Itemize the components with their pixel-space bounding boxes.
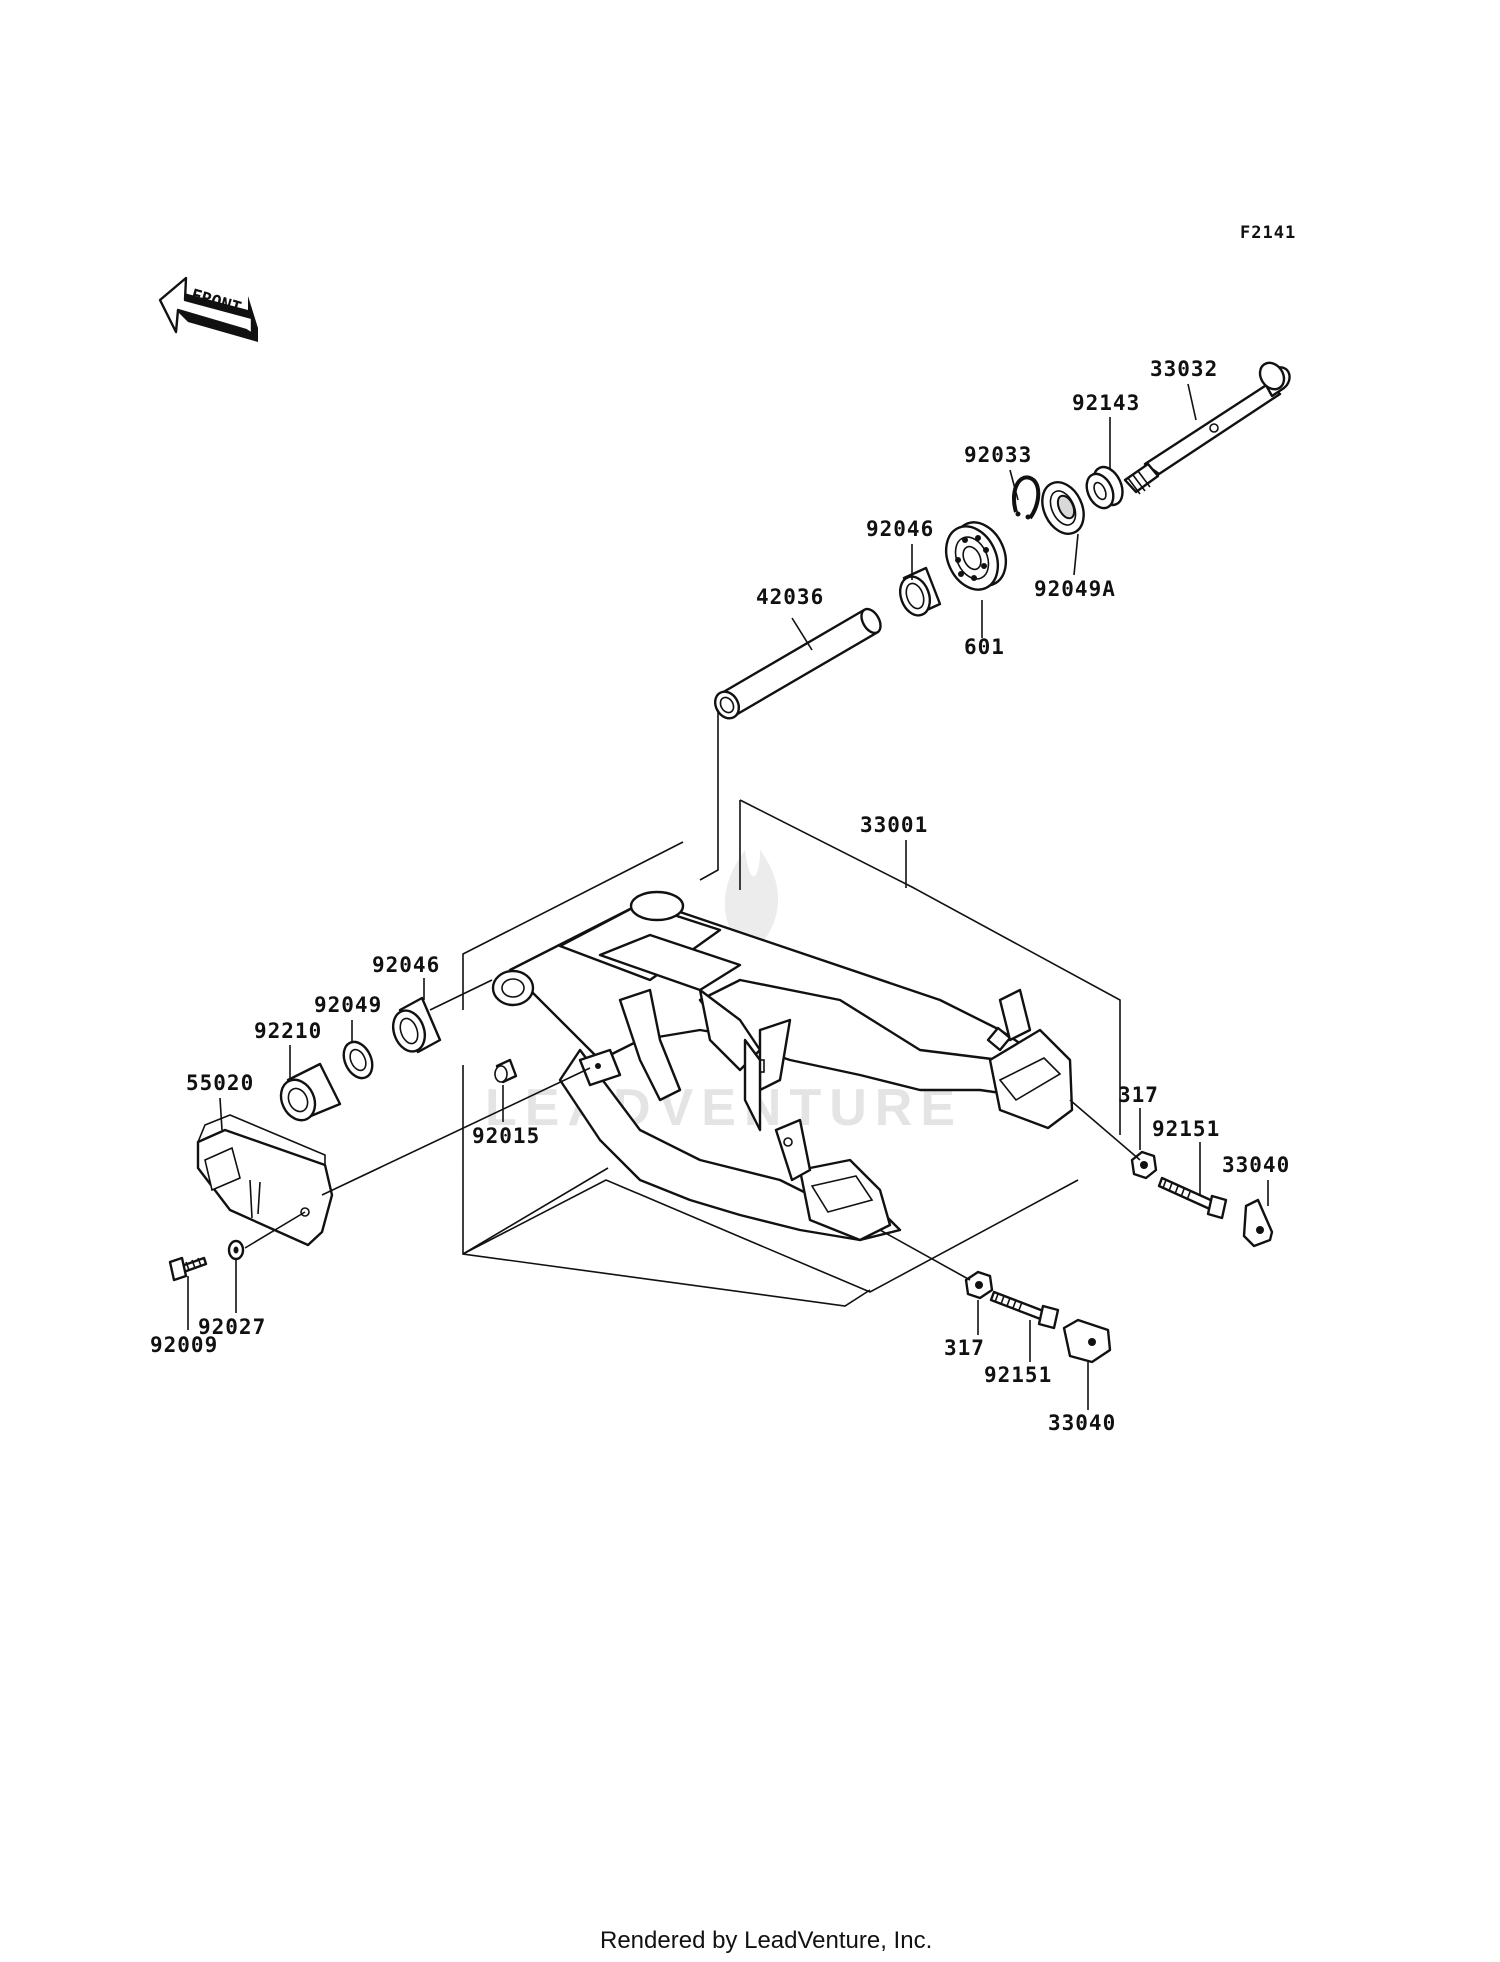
swingarm-33001 xyxy=(491,890,1074,1242)
label-317-right: 317 xyxy=(1118,1083,1159,1107)
chain-slider-55020 xyxy=(196,1114,334,1247)
label-92049A: 92049A xyxy=(1034,577,1116,601)
label-55020: 55020 xyxy=(186,1071,254,1095)
label-33001: 33001 xyxy=(860,813,928,837)
bolt-92009 xyxy=(168,1256,208,1282)
collar-92015 xyxy=(494,1058,518,1084)
label-92143: 92143 xyxy=(1072,391,1140,415)
needle-bearing-92046-top xyxy=(898,566,942,617)
nut-317-bottom xyxy=(964,1270,994,1300)
adjuster-block-33040-right xyxy=(1242,1198,1274,1248)
label-92027: 92027 xyxy=(198,1315,266,1339)
label-92015: 92015 xyxy=(472,1124,540,1148)
needle-bearing-92046-left xyxy=(391,996,442,1054)
label-33040-bottom: 33040 xyxy=(1048,1411,1116,1435)
label-92151-bottom: 92151 xyxy=(984,1363,1052,1387)
label-42036: 42036 xyxy=(756,585,824,609)
figure-code: F2141 xyxy=(1240,223,1296,243)
front-arrow-icon: FRONT xyxy=(158,276,258,342)
adjuster-block-33040-bottom xyxy=(1062,1318,1112,1364)
collar-92210 xyxy=(279,1062,342,1122)
label-92009: 92009 xyxy=(150,1333,218,1357)
label-92151-right: 92151 xyxy=(1152,1117,1220,1141)
adjuster-bolt-92151-bottom xyxy=(989,1290,1060,1330)
label-33032: 33032 xyxy=(1150,357,1218,381)
adjuster-bolt-92151-right xyxy=(1157,1176,1228,1220)
label-92210: 92210 xyxy=(254,1019,322,1043)
label-601: 601 xyxy=(964,635,1005,659)
seal-92049 xyxy=(342,1040,374,1080)
footer-credit: Rendered by LeadVenture, Inc. xyxy=(600,1927,932,1954)
label-92049: 92049 xyxy=(314,993,382,1017)
sleeve-42036 xyxy=(713,607,882,720)
watermark-text: LEADVENTURE xyxy=(485,1079,963,1137)
circlip-92033 xyxy=(1011,475,1041,520)
label-33040-right: 33040 xyxy=(1222,1153,1290,1177)
leader-lines xyxy=(187,383,1269,1410)
label-92033: 92033 xyxy=(964,443,1032,467)
pivot-shaft-33032 xyxy=(1123,361,1291,495)
callout-labels: 33032 92143 92033 92046 92049A 601 42036… xyxy=(150,357,1290,1435)
collar-92143 xyxy=(1085,465,1124,510)
label-92046-top: 92046 xyxy=(866,517,934,541)
bearing-601 xyxy=(944,521,1008,591)
label-92046-left: 92046 xyxy=(372,953,440,977)
leadventure-watermark: LEADVENTURE xyxy=(485,850,963,1137)
seal-92049A xyxy=(1041,481,1085,535)
washer-92027 xyxy=(227,1239,245,1261)
label-317-bottom: 317 xyxy=(944,1336,985,1360)
